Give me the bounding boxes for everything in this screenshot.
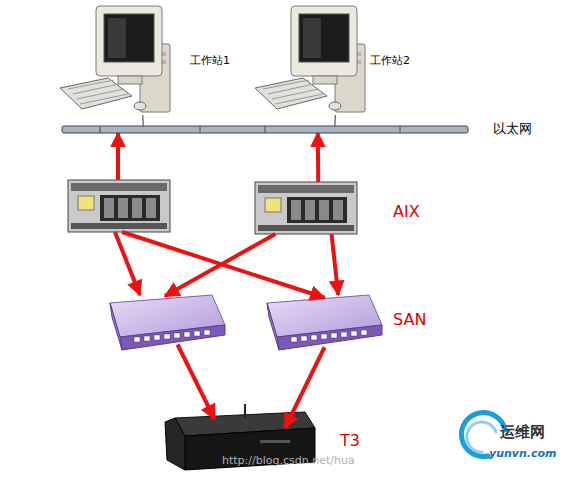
workstation-illustration (60, 6, 170, 112)
switch-illustration (267, 295, 382, 350)
ethernet-bar (62, 126, 468, 133)
watermark: http://blog.csdn.net/hua (222, 455, 355, 467)
server-illustration (68, 180, 170, 232)
node-label: AIX (393, 203, 420, 221)
link-arrow (316, 133, 320, 182)
ethernet-bus: 以太网 (62, 126, 468, 133)
node-label: 工作站1 (190, 55, 230, 67)
node-label: 以太网 (493, 122, 532, 136)
logo-url: yunvn.com (489, 448, 557, 460)
workstation: 工作站1 (60, 5, 175, 115)
server-illustration (255, 182, 357, 234)
link-arrow (165, 234, 275, 296)
logo-text: 运维网 (500, 424, 545, 441)
san-switch (100, 295, 225, 350)
link-arrow (116, 133, 120, 180)
link-arrow (285, 347, 325, 428)
aix-server (68, 180, 170, 232)
switch-illustration (110, 295, 225, 350)
workstation-illustration (255, 6, 365, 112)
link-arrow (122, 232, 324, 298)
bar-ticks (100, 126, 400, 133)
node-label: 工作站2 (370, 55, 410, 67)
node-label: T3 (340, 432, 360, 450)
aix-server: AIX (255, 182, 357, 234)
workstation: 工作站2 (255, 5, 365, 115)
san-switch: SAN (257, 295, 382, 350)
link-arrow (332, 234, 339, 295)
network-drop-line (142, 115, 143, 126)
network-drop-line (334, 115, 335, 126)
link-arrow (115, 232, 140, 295)
node-label: SAN (393, 311, 426, 329)
link-arrow (178, 345, 215, 420)
